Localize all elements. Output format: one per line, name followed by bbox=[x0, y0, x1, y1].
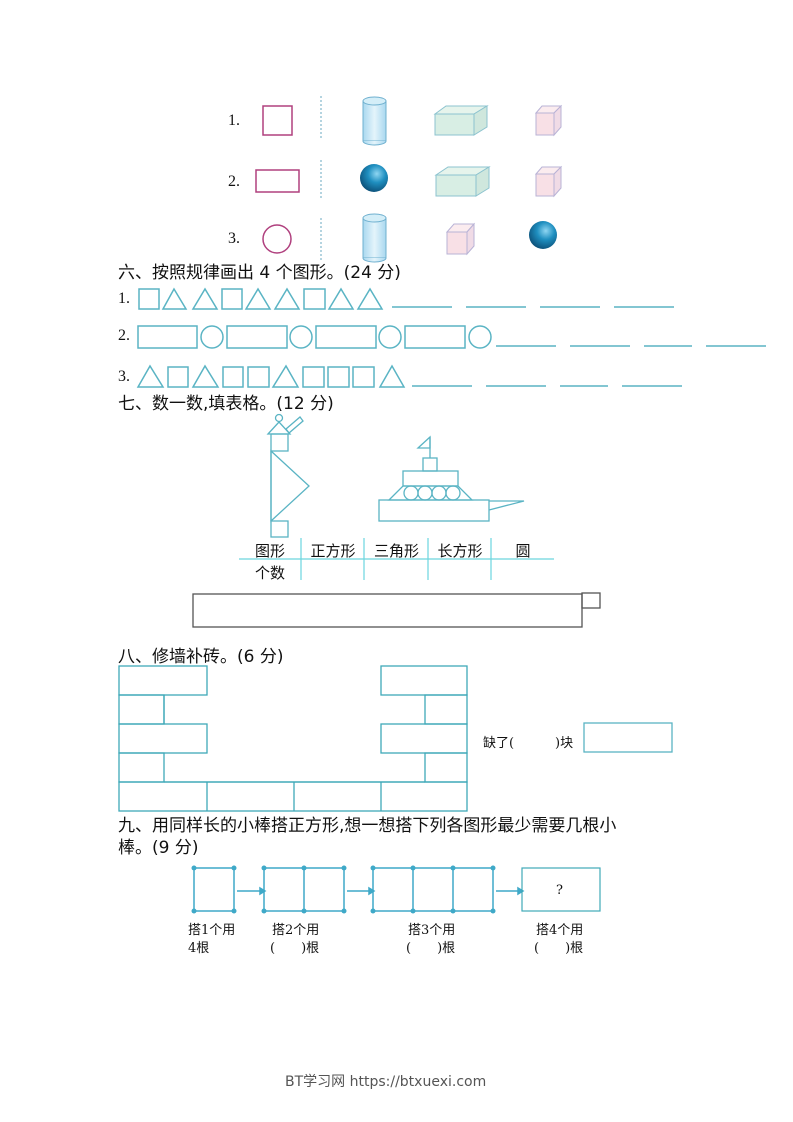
triangle-icon bbox=[271, 364, 300, 388]
missing-bricks-prefix: 缺了( bbox=[483, 736, 515, 751]
cuboid-icon bbox=[434, 166, 491, 197]
square-icon bbox=[221, 288, 243, 310]
rectangle-icon bbox=[255, 169, 300, 193]
triangle-icon bbox=[356, 287, 384, 310]
rectangle-icon bbox=[226, 325, 288, 349]
step-4-line1: 搭4个用 bbox=[536, 923, 584, 938]
triangle-icon bbox=[136, 364, 165, 388]
table-header: 三角形 bbox=[373, 542, 419, 560]
row-label: 1. bbox=[228, 112, 240, 129]
square-icon bbox=[352, 366, 375, 388]
counting-figures bbox=[192, 413, 601, 628]
pattern-row-2 bbox=[137, 325, 492, 349]
brick-wall bbox=[118, 665, 673, 812]
cube-icon bbox=[445, 222, 476, 256]
square-icon bbox=[222, 366, 244, 388]
sphere-icon bbox=[529, 221, 557, 249]
section-7-title: 七、数一数,填表格。(12 分) bbox=[118, 394, 334, 414]
cylinder-icon bbox=[362, 96, 387, 146]
answer-box bbox=[583, 722, 673, 753]
step-1-line2: 4根 bbox=[188, 941, 210, 956]
square-icon bbox=[302, 366, 325, 388]
missing-bricks-suffix: )块 bbox=[555, 736, 574, 751]
table-header: 圆 bbox=[515, 542, 531, 560]
circle-icon bbox=[200, 325, 224, 349]
pattern-row-3 bbox=[136, 364, 406, 388]
cylinder-icon bbox=[362, 213, 387, 263]
step-2-line1: 搭2个用 bbox=[272, 923, 320, 938]
table-header: 正方形 bbox=[310, 542, 356, 560]
section-9-title-line1: 九、用同样长的小棒搭正方形,想一想搭下列各图形最少需要几根小 bbox=[118, 816, 617, 836]
row-label: 3. bbox=[118, 368, 130, 385]
answer-box-small bbox=[581, 592, 601, 609]
row-label: 3. bbox=[228, 230, 240, 247]
tower-figure bbox=[266, 413, 310, 538]
triangle-icon bbox=[161, 287, 188, 310]
square-icon bbox=[303, 288, 326, 310]
question-mark: ? bbox=[556, 883, 563, 898]
row-label: 1. bbox=[118, 290, 130, 307]
section-9-title-line2: 棒。(9 分) bbox=[118, 838, 199, 858]
stick-squares bbox=[191, 865, 601, 914]
footer-watermark: BT学习网 https://btxuexi.com bbox=[285, 1074, 487, 1090]
circle-icon bbox=[289, 325, 313, 349]
sphere-icon bbox=[360, 164, 388, 192]
answer-box bbox=[192, 593, 583, 628]
table-header: 长方形 bbox=[437, 542, 483, 560]
ship-figure bbox=[378, 435, 525, 522]
section-6-title: 六、按照规律画出 4 个图形。(24 分) bbox=[118, 263, 401, 283]
square-icon bbox=[327, 366, 350, 388]
triangle-icon bbox=[191, 364, 220, 388]
cube-icon bbox=[534, 165, 563, 198]
square-icon bbox=[167, 366, 189, 388]
square-icon bbox=[138, 288, 160, 310]
circle-icon bbox=[378, 325, 402, 349]
step-1-line1: 搭1个用 bbox=[188, 923, 236, 938]
cuboid-icon bbox=[433, 105, 489, 136]
pattern-row-1 bbox=[138, 287, 384, 310]
pattern-figures bbox=[136, 287, 766, 388]
triangle-icon bbox=[244, 287, 272, 310]
row-label: 2. bbox=[118, 327, 130, 344]
table-row-label: 个数 bbox=[254, 564, 285, 582]
triangle-icon bbox=[378, 364, 406, 388]
step-3-answer[interactable]: ( )根 bbox=[406, 941, 456, 956]
triangle-icon bbox=[273, 287, 301, 310]
section-8-title: 八、修墙补砖。(6 分) bbox=[118, 647, 284, 667]
rectangle-icon bbox=[404, 325, 466, 349]
square-icon bbox=[262, 105, 293, 136]
table-header: 图形 bbox=[254, 542, 285, 560]
step-3-line1: 搭3个用 bbox=[408, 923, 456, 938]
square-icon bbox=[247, 366, 270, 388]
circle-icon bbox=[262, 224, 292, 254]
circle-icon bbox=[468, 325, 492, 349]
row-label: 2. bbox=[228, 173, 240, 190]
rectangle-icon bbox=[315, 325, 377, 349]
step-2-answer[interactable]: ( )根 bbox=[270, 941, 320, 956]
triangle-icon bbox=[191, 287, 219, 310]
shape-match-figures bbox=[255, 96, 563, 263]
triangle-icon bbox=[327, 287, 355, 310]
step-4-answer[interactable]: ( )根 bbox=[534, 941, 584, 956]
rectangle-icon bbox=[137, 325, 198, 349]
cube-icon bbox=[534, 104, 563, 137]
